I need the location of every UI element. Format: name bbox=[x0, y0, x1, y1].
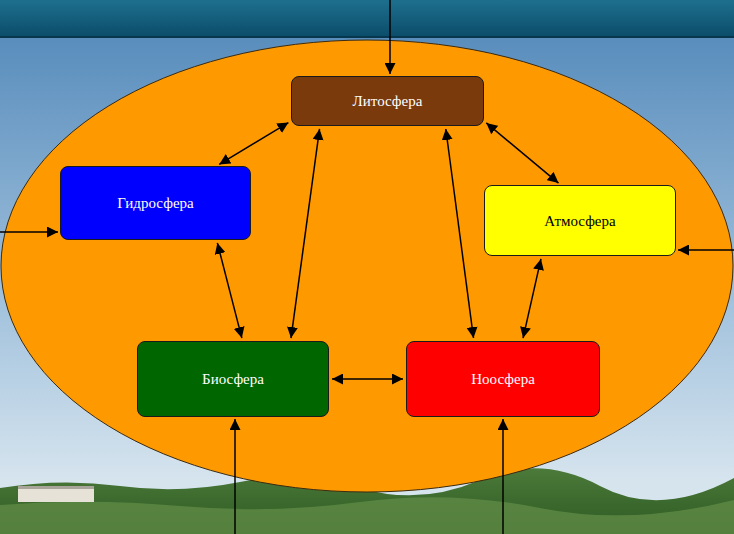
sphere-box: Атмосфера bbox=[484, 185, 676, 256]
header-bar bbox=[0, 0, 734, 38]
sphere-box: Гидросфера bbox=[60, 166, 251, 240]
interaction-arrow bbox=[486, 123, 558, 183]
sphere-box: Биосфера bbox=[137, 341, 329, 417]
input-arrow bbox=[234, 419, 236, 534]
node-label: Биосфера bbox=[202, 370, 264, 388]
node-label: Литосфера bbox=[353, 92, 423, 110]
interaction-arrow bbox=[219, 123, 288, 165]
earth-ellipse bbox=[1, 40, 733, 492]
sphere-box: Литосфера bbox=[291, 76, 484, 126]
field bbox=[0, 497, 734, 534]
input-arrow bbox=[502, 419, 504, 534]
input-arrow bbox=[678, 249, 734, 251]
sphere-box: Ноосфера bbox=[406, 341, 600, 417]
node-label: Гидросфера bbox=[117, 194, 194, 212]
interaction-arrow bbox=[291, 129, 320, 338]
input-arrow bbox=[0, 231, 58, 233]
building-roof bbox=[18, 486, 94, 489]
building bbox=[18, 488, 94, 502]
header-bar-edge bbox=[0, 36, 734, 38]
node-label: Ноосфера bbox=[471, 370, 535, 388]
interaction-arrow bbox=[523, 259, 541, 338]
interaction-arrow bbox=[332, 378, 403, 380]
interaction-arrow bbox=[446, 129, 474, 338]
node-label: Атмосфера bbox=[544, 212, 615, 230]
interaction-arrow bbox=[217, 243, 241, 338]
input-arrow bbox=[389, 0, 391, 74]
